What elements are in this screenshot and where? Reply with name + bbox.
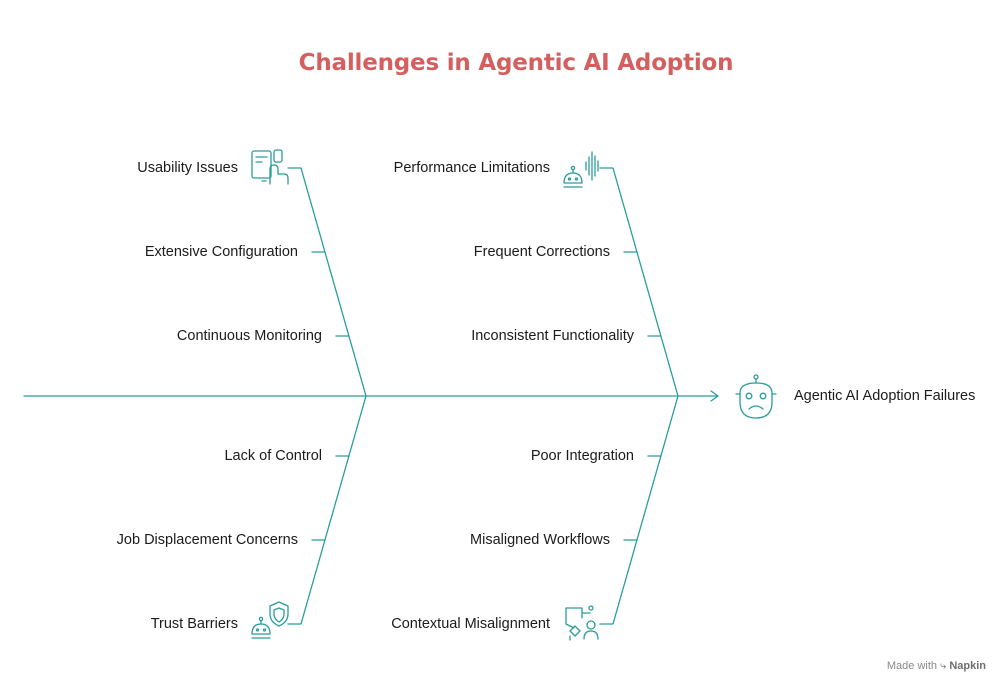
cause-trust-barriers: Trust Barriers bbox=[150, 616, 238, 632]
robot-soundwave-icon bbox=[563, 151, 599, 188]
cause-lack-of-control: Lack of Control bbox=[224, 448, 322, 464]
effect-label: Agentic AI Adoption Failures bbox=[794, 388, 976, 404]
cause-performance-limitations: Performance Limitations bbox=[393, 160, 550, 176]
tablet-person-icon bbox=[565, 605, 599, 641]
cause-inconsistent-functionality: Inconsistent Functionality bbox=[471, 328, 634, 344]
bone-upper-left bbox=[287, 167, 367, 397]
cause-job-displacement-concerns: Job Displacement Concerns bbox=[116, 532, 298, 548]
sad-robot-icon bbox=[735, 374, 777, 419]
tablet-touch-icon bbox=[251, 149, 289, 185]
bone-lower-right bbox=[599, 395, 679, 625]
footer-brand: Napkin bbox=[949, 660, 986, 672]
spine-arrowhead bbox=[710, 390, 719, 402]
napkin-logo-icon: ⤷ bbox=[940, 660, 947, 672]
cause-frequent-corrections: Frequent Corrections bbox=[473, 244, 610, 260]
bone-upper-right bbox=[599, 167, 679, 397]
made-with-napkin-badge[interactable]: Made with ⤷ Napkin bbox=[887, 660, 986, 673]
cause-usability-issues: Usability Issues bbox=[137, 160, 238, 176]
robot-shield-icon bbox=[251, 601, 289, 639]
cause-poor-integration: Poor Integration bbox=[530, 448, 634, 464]
diagram-title: Challenges in Agentic AI Adoption bbox=[298, 50, 734, 76]
cause-continuous-monitoring: Continuous Monitoring bbox=[176, 328, 322, 344]
cause-contextual-misalignment: Contextual Misalignment bbox=[391, 616, 550, 632]
bone-lower-left bbox=[287, 395, 367, 625]
cause-extensive-configuration: Extensive Configuration bbox=[144, 244, 298, 260]
cause-misaligned-workflows: Misaligned Workflows bbox=[470, 532, 610, 548]
footer-prefix: Made with bbox=[886, 660, 938, 672]
